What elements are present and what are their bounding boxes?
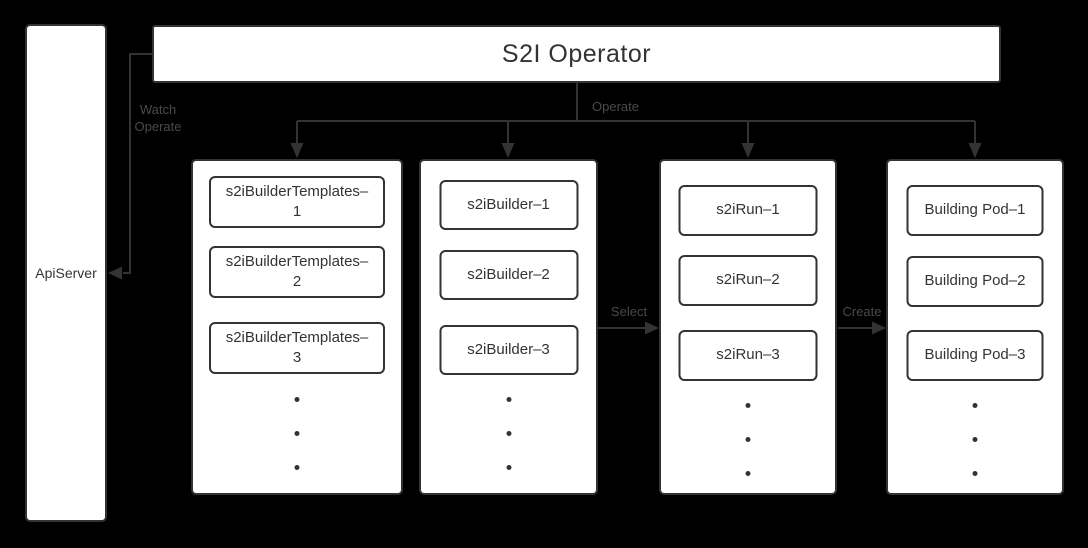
arrowhead-down-icon	[968, 143, 982, 158]
s2i-operator-box: S2I Operator	[152, 25, 1001, 83]
column-s2i-builder-templates: s2iBuilderTemplates–1 s2iBuilderTemplate…	[191, 159, 403, 495]
api-server-box: ApiServer	[25, 24, 107, 522]
node-label: s2iBuilderTemplates–3	[225, 328, 369, 366]
arrowhead-down-icon	[290, 143, 304, 158]
edge-label-watch-line: Watch	[139, 102, 177, 117]
node-s2ibuildertemplates-2: s2iBuilderTemplates–2	[209, 246, 385, 298]
arrowhead-left-icon	[108, 266, 122, 280]
node-s2irun-2: s2iRun–2	[678, 255, 818, 306]
node-s2irun-3: s2iRun–3	[678, 330, 818, 381]
s2i-operator-title: S2I Operator	[501, 39, 652, 68]
edge-label-watch-operate: Watch Operate	[118, 101, 198, 135]
node-label: Building Pod–1	[924, 201, 1026, 219]
node-label: s2iBuilder–3	[467, 340, 550, 358]
edge-watch-operate-line	[123, 53, 152, 274]
column-s2i-runs: s2iRun–1 s2iRun–2 s2iRun–3	[659, 159, 837, 495]
arrowhead-right-icon	[872, 321, 886, 335]
ellipsis-dots	[745, 403, 751, 476]
node-s2ibuilder-1: s2iBuilder–1	[439, 180, 578, 230]
node-building-pod-2: Building Pod–2	[906, 256, 1044, 307]
node-s2ibuilder-2: s2iBuilder–2	[439, 250, 578, 300]
arrowhead-right-icon	[645, 321, 659, 335]
api-server-label: ApiServer	[35, 265, 97, 281]
ellipsis-dots	[294, 397, 300, 470]
node-label: Building Pod–3	[924, 346, 1026, 364]
node-label: s2iBuilder–2	[467, 265, 550, 283]
node-label: s2iRun–3	[716, 346, 780, 364]
column-building-pods: Building Pod–1 Building Pod–2 Building P…	[886, 159, 1064, 495]
node-s2irun-1: s2iRun–1	[678, 185, 818, 236]
edge-label-create: Create	[842, 304, 882, 319]
node-label: Building Pod–2	[924, 272, 1026, 290]
arrowhead-down-icon	[501, 143, 515, 158]
edge-label-operate: Operate	[592, 99, 639, 114]
arrowhead-down-icon	[741, 143, 755, 158]
ellipsis-dots	[972, 403, 978, 476]
node-s2ibuilder-3: s2iBuilder–3	[439, 325, 578, 375]
node-building-pod-1: Building Pod–1	[906, 185, 1044, 236]
node-label: s2iRun–2	[716, 271, 780, 289]
ellipsis-dots	[506, 397, 511, 470]
node-label: s2iBuilderTemplates–1	[225, 182, 369, 220]
column-s2i-builders: s2iBuilder–1 s2iBuilder–2 s2iBuilder–3	[419, 159, 598, 495]
node-label: s2iRun–1	[716, 201, 780, 219]
node-label: s2iBuilder–1	[467, 195, 550, 213]
node-label: s2iBuilderTemplates–2	[225, 252, 369, 290]
node-s2ibuildertemplates-3: s2iBuilderTemplates–3	[209, 322, 385, 374]
edge-label-operate-line: Operate	[134, 119, 182, 134]
node-s2ibuildertemplates-1: s2iBuilderTemplates–1	[209, 176, 385, 228]
edge-label-select: Select	[610, 304, 648, 319]
node-building-pod-3: Building Pod–3	[906, 330, 1044, 381]
